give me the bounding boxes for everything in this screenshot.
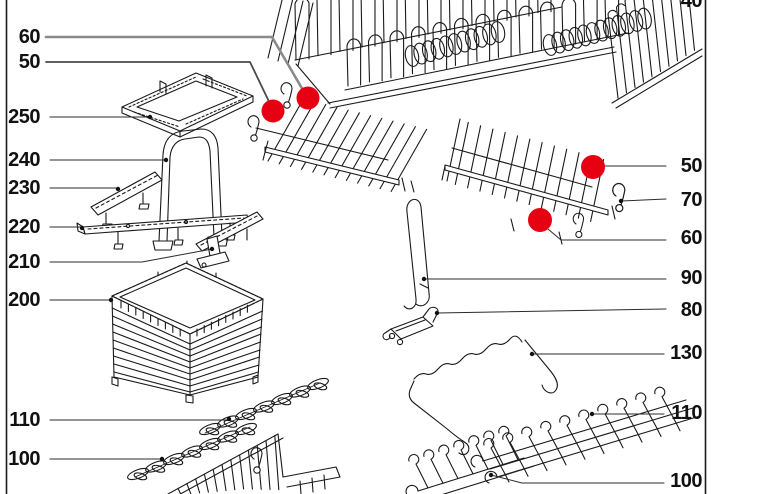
leader-100-right (490, 474, 665, 484)
callout-right-50: 50 (680, 155, 703, 177)
basket-handle (152, 128, 229, 251)
callout-left-60: 60 (18, 26, 41, 48)
callout-left-200: 200 (8, 289, 40, 311)
tine-clip-right-70 (612, 182, 626, 213)
callout-right-80: 80 (680, 299, 703, 321)
basket-lid (121, 72, 254, 138)
leader-lines (44, 35, 667, 484)
callout-right-110: 110 (671, 402, 702, 424)
leader-dots (79, 114, 624, 478)
fold-down-tine-row-right (441, 118, 626, 245)
tine-clip-left-b (247, 115, 260, 142)
callout-left-230: 230 (8, 177, 40, 199)
marker-50-right[interactable] (581, 155, 605, 179)
leader-60-left (44, 35, 309, 99)
callout-left-220: 220 (8, 216, 40, 238)
folding-shelf-chain-lower (125, 420, 261, 488)
callout-left-250: 250 (8, 106, 40, 128)
callout-left-100: 100 (8, 448, 40, 470)
adjuster-bracket (382, 306, 439, 346)
support-rail-upper (90, 171, 163, 230)
callout-left-50: 50 (18, 51, 41, 73)
fold-down-tine-row-left (247, 82, 428, 193)
support-rail-lower (76, 211, 264, 260)
leader-50-left (45, 61, 274, 111)
callout-right-40: 40 (680, 0, 703, 12)
leader-70-right (620, 198, 667, 202)
upper-plate-rack (267, 0, 703, 109)
bottom-wire-rack (167, 433, 341, 494)
marker-60-left[interactable] (296, 86, 320, 110)
callout-left-210: 210 (8, 251, 40, 273)
wire-divider-frame (408, 335, 558, 456)
callout-left-110: 110 (9, 409, 40, 431)
marker-60-right[interactable] (528, 208, 552, 232)
hook-shelf-lower-right (405, 425, 535, 494)
callout-right-130: 130 (670, 342, 702, 364)
leader-80 (436, 308, 667, 314)
marker-50-left[interactable] (261, 99, 285, 123)
folding-shelf-chain-upper (197, 375, 333, 443)
selection-markers (261, 86, 605, 232)
callout-right-90: 90 (680, 267, 703, 289)
rack-clip (250, 447, 263, 474)
tine-clip-left-a (280, 82, 293, 109)
cutlery-basket (111, 260, 264, 404)
leader-210 (49, 248, 213, 263)
wire-clamp (403, 198, 430, 310)
callout-right-70: 70 (680, 189, 703, 211)
callout-right-60: 60 (680, 227, 703, 249)
callout-left-240: 240 (8, 149, 40, 171)
leader-60-right (541, 223, 667, 241)
callout-right-100: 100 (670, 470, 702, 492)
